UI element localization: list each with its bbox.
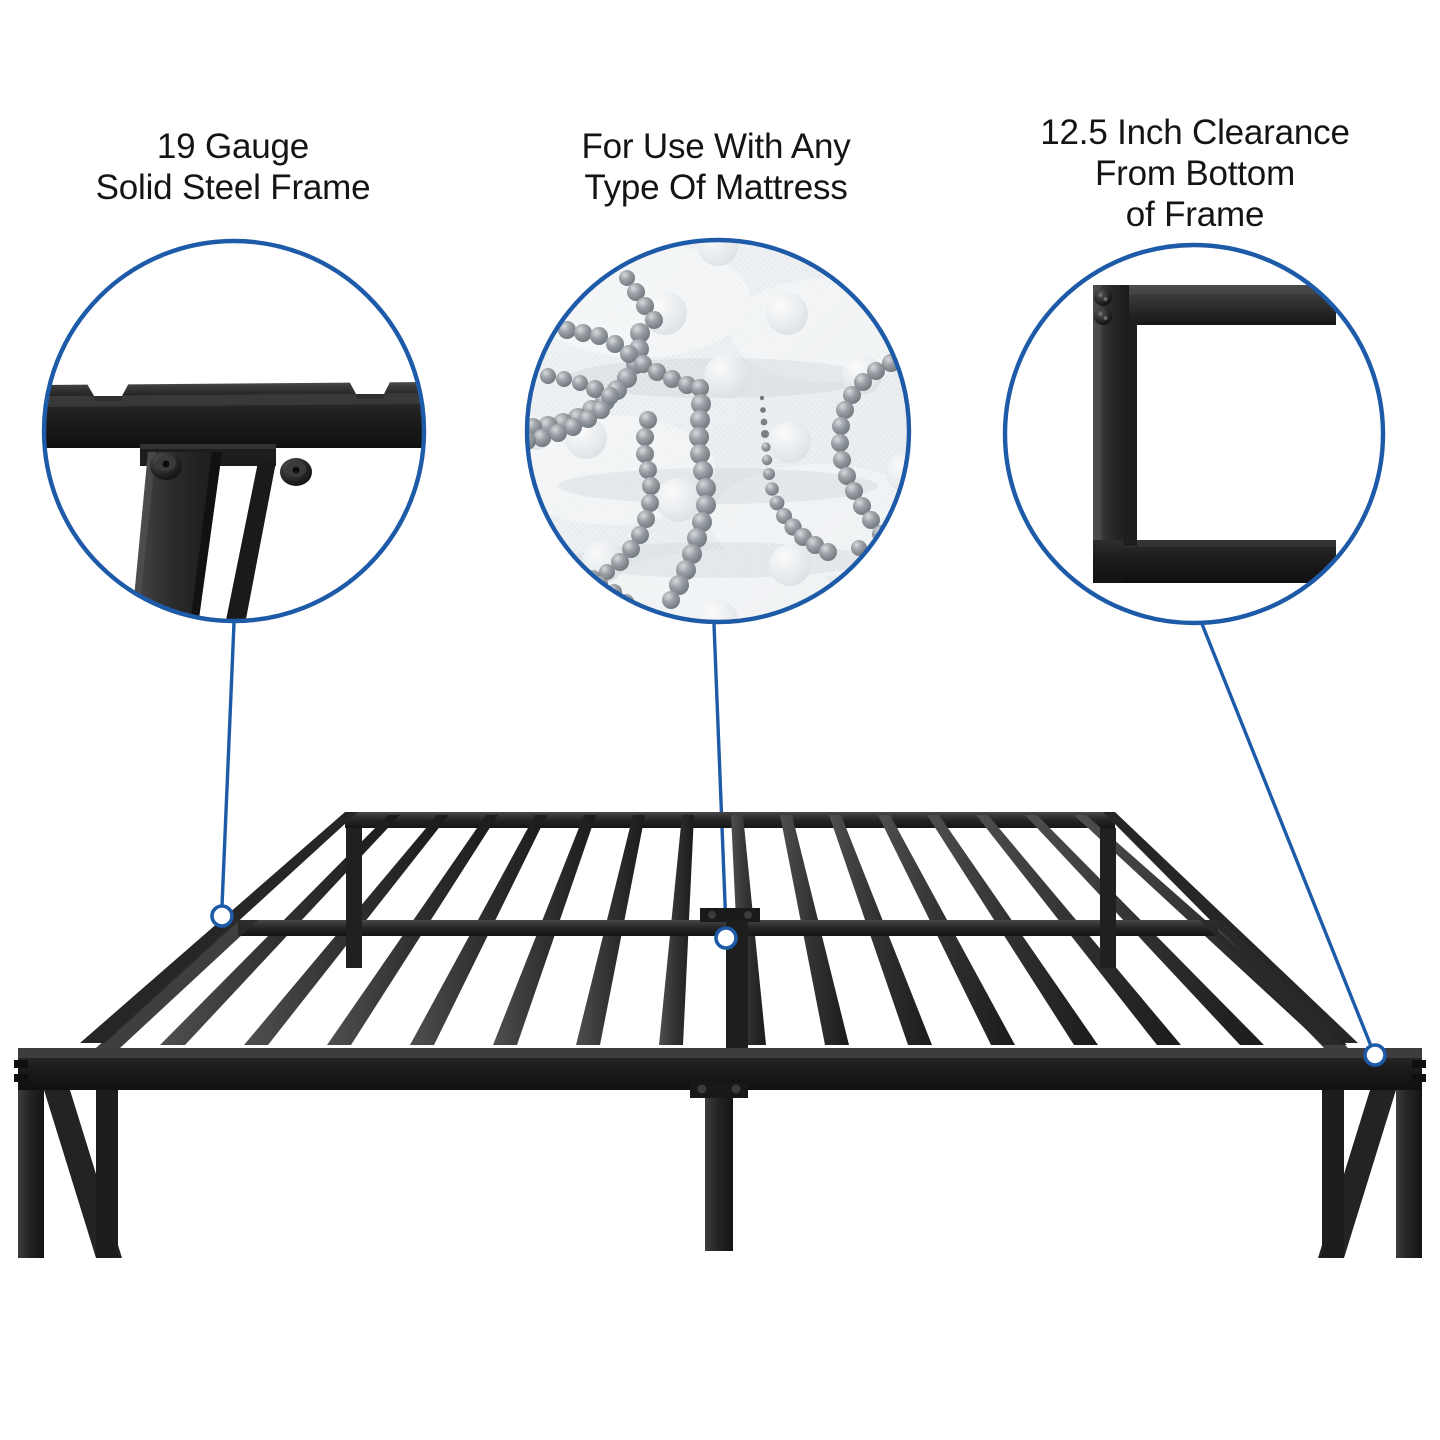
clearance-bolt-upper-icon xyxy=(1094,288,1112,306)
callout-ring-clearance xyxy=(1002,242,1386,626)
frame-front-right-leg xyxy=(1396,1090,1422,1258)
frame-brace-right xyxy=(1200,920,1348,1048)
callout-circle-mattress xyxy=(524,237,912,625)
frame-rear-left-leg xyxy=(346,828,362,968)
frame-rear-center-leg xyxy=(726,920,748,1058)
leader-lines xyxy=(220,622,1373,1047)
frame-left-inner-leg xyxy=(96,1090,118,1258)
frame-front-rail-highlight xyxy=(18,1048,1422,1058)
front-rail-left-bolt-icon xyxy=(14,1060,28,1068)
frame-right-inner-leg xyxy=(1322,1090,1344,1258)
frame-side-rail-right-top xyxy=(1103,812,1358,1043)
detail-image-mattress xyxy=(527,240,909,622)
front-rail-left-bolt-icon xyxy=(14,1074,28,1082)
frame-rear-right-leg xyxy=(1100,828,1116,968)
detail-image-steel-frame xyxy=(44,241,424,621)
front-center-bolt-icon xyxy=(697,1084,707,1094)
marker-mattress xyxy=(714,926,738,950)
callout-caption-steel-frame: 19 Gauge Solid Steel Frame xyxy=(95,127,371,207)
center-rail-bolt-icon xyxy=(744,911,752,919)
frame-front-left-leg xyxy=(18,1090,44,1258)
frame-brace-left xyxy=(96,920,258,1048)
center-rail-bracket xyxy=(700,908,760,922)
leader-line-clearance xyxy=(1200,623,1373,1047)
front-rail-right-bolt-icon xyxy=(1412,1074,1426,1082)
front-center-bolt-icon xyxy=(731,1084,741,1094)
callout-caption-mattress: For Use With Any Type Of Mattress xyxy=(581,127,851,207)
bolt-left-icon xyxy=(150,452,182,480)
leader-line-mattress xyxy=(712,623,728,929)
front-rail-right-bolt-icon xyxy=(1412,1060,1426,1068)
bolt-right-icon xyxy=(280,458,312,486)
callout-circle-clearance xyxy=(1002,242,1386,626)
callout-caption-clearance: 12.5 Inch Clearance From Bottom of Frame xyxy=(1040,113,1350,234)
detail-image-clearance xyxy=(1005,245,1383,623)
frame-side-rail-left-top xyxy=(80,812,358,1043)
callout-circle-steel-frame xyxy=(41,238,427,624)
leader-line-steel-frame xyxy=(220,622,236,907)
leader-markers xyxy=(210,904,1387,1067)
mattress-bead-chains xyxy=(527,270,909,622)
frame-front-center-leg xyxy=(705,1095,733,1251)
callout-ring-mattress xyxy=(524,237,912,625)
frame-back-rail xyxy=(345,812,1115,828)
marker-clearance xyxy=(1363,1043,1387,1067)
center-rail-bolt-icon xyxy=(708,911,716,919)
frame-front-rail xyxy=(18,1048,1422,1090)
marker-steel-frame xyxy=(210,904,234,928)
clearance-bolt-lower-icon xyxy=(1094,307,1112,325)
product-bed-frame xyxy=(14,812,1426,1258)
callout-ring-steel-frame xyxy=(41,238,427,624)
